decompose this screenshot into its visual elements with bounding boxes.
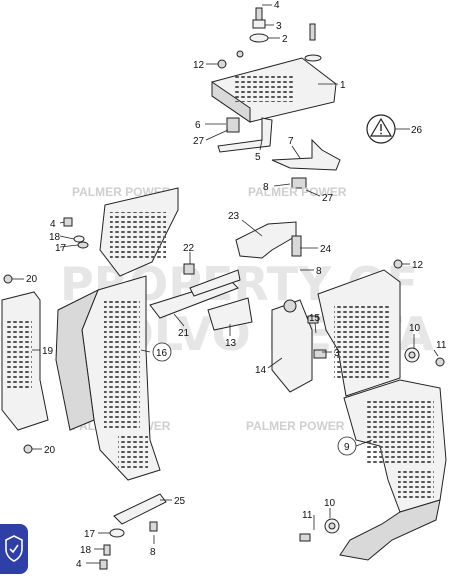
callout-17: 17 (55, 243, 67, 254)
callout-2: 2 (282, 34, 288, 45)
callout-16: 16 (156, 348, 168, 359)
callout-8: 8 (263, 182, 269, 193)
bottom-bracket (99, 493, 167, 570)
callout-8c: 8 (150, 547, 156, 558)
callout-23: 23 (228, 211, 240, 222)
warning-triangle-icon (366, 114, 396, 144)
callout-26: 26 (411, 125, 423, 136)
callout-7: 7 (288, 136, 294, 147)
callout-22: 22 (183, 243, 195, 254)
callout-21: 21 (178, 328, 190, 339)
leader-lines (12, 4, 439, 564)
callout-10: 10 (409, 323, 421, 334)
top-bolt-stack (217, 7, 322, 69)
watermark-brand-4: PALMER POWER (246, 419, 345, 433)
callout-19: 19 (42, 346, 54, 357)
left-guard-assembly (1, 187, 179, 481)
callout-20b: 20 (44, 445, 56, 456)
callout-labels: 4 3 2 12 1 6 27 5 7 26 8 27 4 18 17 20 1… (26, 0, 447, 570)
callout-5: 5 (255, 152, 261, 163)
hardware-right (299, 259, 445, 542)
callout-18b: 18 (80, 545, 92, 556)
callout-27b: 27 (322, 193, 334, 204)
right-guard-assembly (317, 269, 447, 561)
callout-18: 18 (49, 232, 61, 243)
brackets-5-7 (217, 117, 341, 189)
callout-11: 11 (436, 340, 447, 351)
callout-4b: 4 (50, 219, 56, 230)
callout-4: 4 (274, 0, 280, 11)
callout-1: 1 (340, 80, 346, 91)
callout-11b: 11 (302, 510, 313, 521)
top-mounting-plate (211, 57, 337, 123)
shield-check-icon (5, 535, 23, 562)
callout-20: 20 (26, 274, 38, 285)
callout-12: 12 (193, 60, 205, 71)
callout-12b: 12 (412, 260, 424, 271)
center-brackets (149, 221, 313, 393)
callout-6: 6 (195, 120, 201, 131)
callout-14: 14 (255, 365, 267, 376)
callout-24: 24 (320, 244, 332, 255)
callout-27: 27 (193, 136, 205, 147)
callout-3b: 3 (334, 348, 340, 359)
trust-badge[interactable] (0, 524, 28, 574)
callout-9: 9 (344, 442, 350, 453)
callout-17b: 17 (84, 529, 96, 540)
callout-15: 15 (309, 313, 321, 324)
callout-25: 25 (174, 496, 186, 507)
callout-8b: 8 (316, 266, 322, 277)
callout-3: 3 (276, 21, 282, 32)
callout-13: 13 (225, 338, 237, 349)
callout-4c: 4 (76, 559, 82, 570)
callout-10b: 10 (324, 498, 336, 509)
watermark-brand-2: PALMER POWER (248, 185, 347, 199)
